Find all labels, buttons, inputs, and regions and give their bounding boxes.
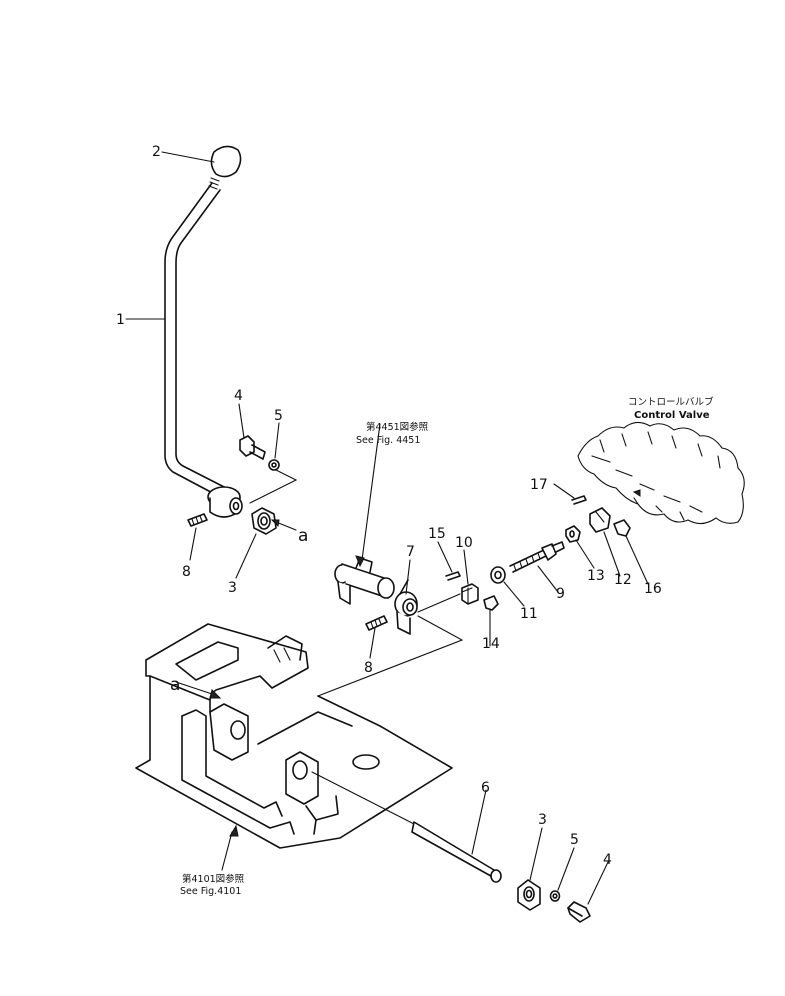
callout-4-upper: 4	[234, 388, 243, 404]
note-fig4101-jp: 第4101図参照	[182, 873, 245, 885]
callout-13: 13	[587, 568, 605, 584]
frame-base	[135, 623, 453, 871]
callout-15: 15	[428, 526, 446, 542]
reference-markers: a a	[170, 526, 308, 695]
bushing-flange-upper	[251, 507, 277, 535]
callout-3-upper: 3	[228, 580, 237, 596]
callout-7: 7	[406, 544, 415, 560]
rod-end-joint	[589, 507, 611, 533]
rod-nut	[565, 525, 581, 543]
note-control-valve-jp: コントロールバルブ	[628, 396, 714, 408]
lever-shaft-assembly	[334, 423, 395, 605]
long-shaft	[311, 771, 502, 883]
control-valve	[577, 421, 745, 525]
callout-12: 12	[614, 572, 632, 588]
note-fig4451-en: See Fig. 4451	[356, 435, 420, 446]
cotter-pin-upper	[445, 571, 461, 581]
arrow-a-upper	[270, 519, 297, 531]
figure-notes: 第4451図参照 See Fig. 4451 コントロールバルブ Control…	[180, 396, 714, 897]
callout-11: 11	[520, 606, 538, 622]
bolt-lower	[567, 901, 591, 923]
callout-2: 2	[152, 144, 161, 160]
callout-5-lower: 5	[570, 832, 579, 848]
lock-nut	[490, 566, 506, 584]
washer-upper	[249, 459, 298, 504]
nut-left	[461, 583, 479, 605]
callout-8-lower: 8	[364, 660, 373, 676]
callout-8-upper: 8	[182, 564, 191, 580]
pin-lower	[365, 615, 388, 631]
washer-lower	[549, 890, 561, 902]
callout-9: 9	[556, 586, 565, 602]
note-control-valve-en: Control Valve	[634, 410, 710, 421]
callout-14: 14	[482, 636, 500, 652]
callout-10: 10	[455, 535, 473, 551]
callout-1: 1	[116, 312, 125, 328]
bolt-upper	[239, 435, 266, 460]
cotter-pin-lower	[571, 495, 587, 505]
marker-a-lower: a	[170, 675, 180, 695]
callout-numbers: 2 1 4 5 8 3 7 8 15 10 14 11 9 13 12 16 1…	[116, 144, 662, 868]
callout-3-lower: 3	[538, 812, 547, 828]
bushing-flange-lower	[517, 879, 541, 911]
callout-16: 16	[644, 581, 662, 597]
clevis-pin	[483, 595, 499, 611]
callout-5-upper: 5	[274, 408, 283, 424]
adjusting-rod	[509, 541, 565, 573]
joint-pin	[613, 519, 631, 537]
note-fig4451-jp: 第4451図参照	[366, 421, 429, 433]
callout-4-lower: 4	[603, 852, 612, 868]
control-lever	[164, 177, 243, 518]
note-fig4101-en: See Fig.4101	[180, 886, 241, 897]
knob	[210, 145, 242, 178]
lever-arm	[317, 579, 464, 697]
leader-lines	[125, 151, 649, 905]
callout-17: 17	[530, 477, 548, 493]
marker-a-upper: a	[298, 526, 308, 546]
callout-6: 6	[481, 780, 490, 796]
pin-upper	[187, 513, 208, 527]
